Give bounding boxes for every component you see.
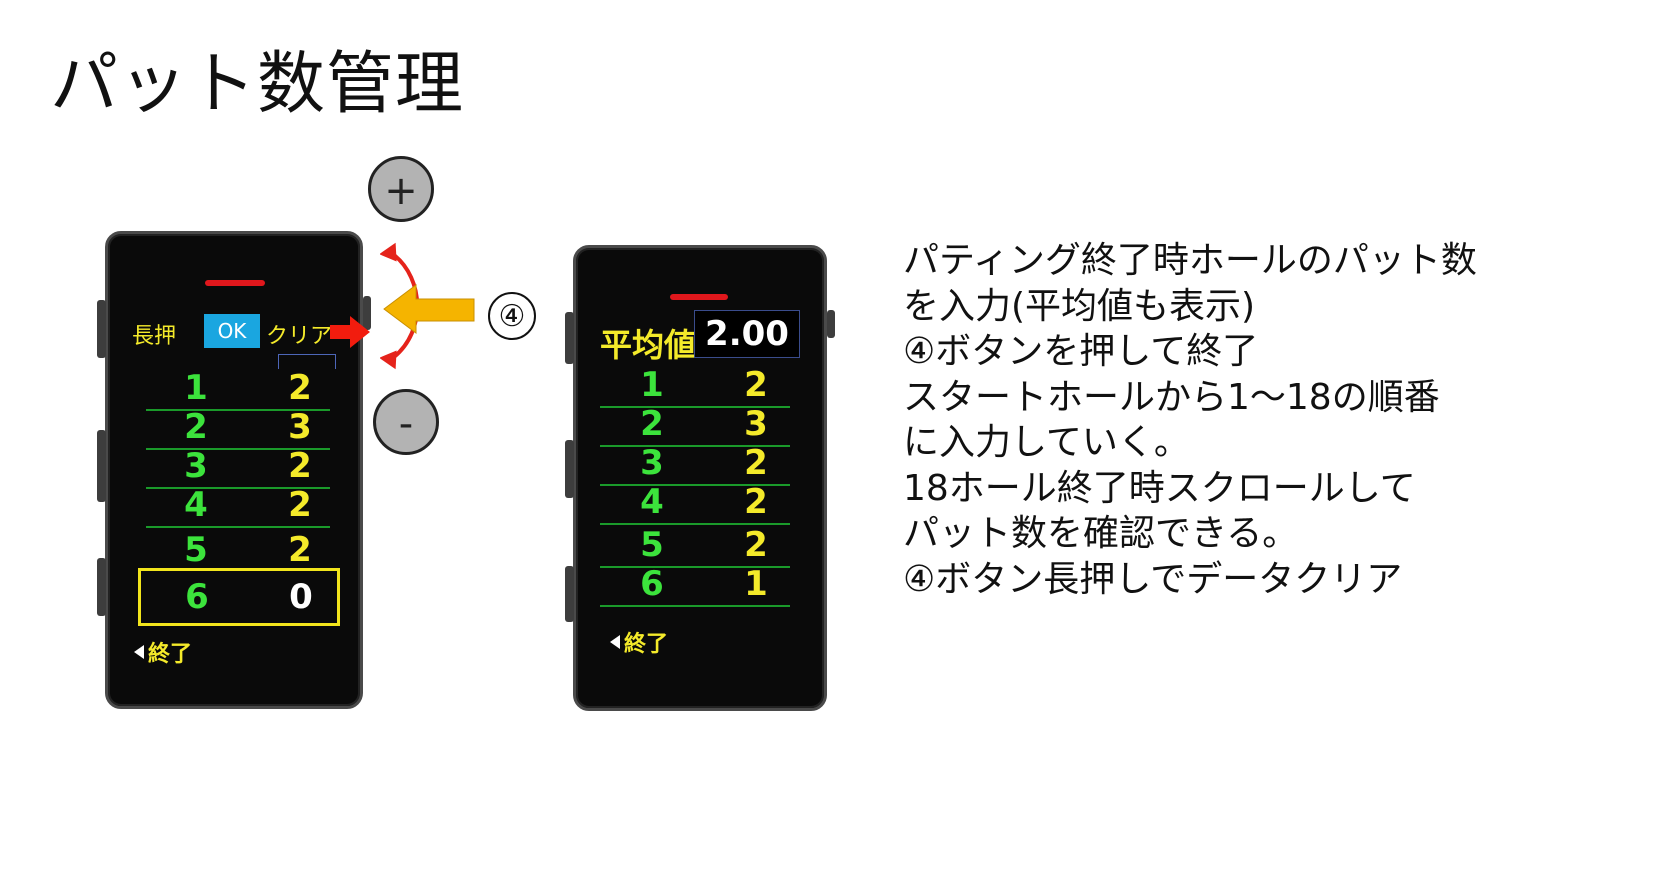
putt-count: 2 (744, 443, 768, 483)
table-row[interactable]: 3 2 (146, 445, 330, 489)
row-divider (600, 566, 790, 568)
description-line: 18ホール終了時スクロールして (903, 467, 1416, 509)
hole-number: 3 (640, 443, 664, 483)
putt-count: 3 (288, 407, 312, 447)
current-hole-frame[interactable]: 6 0 (138, 568, 340, 626)
exit-label: 終了 (624, 632, 669, 657)
putt-count: 3 (744, 404, 768, 444)
hole-number: 2 (184, 407, 208, 447)
long-press-label: 長押 (132, 324, 177, 349)
device-speaker (205, 280, 265, 286)
minus-button[interactable]: - (373, 389, 439, 455)
hole-number: 1 (640, 365, 664, 405)
putt-count: 1 (744, 564, 768, 604)
exit-button[interactable]: 終了 (134, 636, 192, 668)
hole-number: 1 (184, 368, 208, 408)
putt-count: 2 (288, 446, 312, 486)
description-line: ④ボタン長押しでデータクリア (903, 558, 1403, 600)
device-side-button[interactable] (565, 312, 574, 364)
row-divider (600, 605, 790, 607)
description-line: ④ボタンを押して終了 (903, 331, 1259, 372)
page-title: パット数管理 (50, 45, 465, 124)
device-side-button[interactable] (97, 300, 106, 358)
description-line: パット数を確認できる。 (903, 513, 1299, 554)
table-row-current[interactable]: 6 0 (141, 576, 337, 618)
putt-count: 2 (744, 525, 768, 565)
device-speaker (670, 294, 728, 300)
table-row[interactable]: 2 3 (146, 406, 330, 450)
row-divider (146, 487, 330, 489)
device-input: 長押 OK クリア 1 2 2 3 3 2 4 2 5 2 (97, 231, 371, 709)
average-value: 2.00 (694, 310, 800, 358)
hole-number: 5 (184, 530, 208, 570)
table-row[interactable]: 4 2 (600, 481, 790, 525)
putt-count: 2 (288, 530, 312, 570)
tab-outline (278, 354, 336, 369)
description-line: パティング終了時ホールのパット数 (903, 240, 1477, 281)
clear-label: クリア (266, 324, 333, 349)
device-side-button-4[interactable] (363, 296, 371, 330)
table-row[interactable]: 6 1 (600, 563, 790, 607)
row-divider (600, 523, 790, 525)
hole-number: 5 (640, 525, 664, 565)
putt-list[interactable]: 1 2 2 3 3 2 4 2 5 2 (146, 367, 330, 627)
description: パティング終了時ホールのパット数 を入力(平均値も表示) ④ボタンを押して終了 … (903, 238, 1477, 602)
hole-number: 2 (640, 404, 664, 444)
putt-count: 2 (744, 482, 768, 522)
putt-count-current: 0 (289, 577, 313, 617)
description-line: スタートホールから1～18の順番 (903, 376, 1440, 418)
table-row[interactable]: 1 2 (600, 364, 790, 408)
hole-number: 3 (184, 446, 208, 486)
red-arrow-right-icon (330, 316, 370, 348)
back-triangle-icon (134, 645, 144, 659)
hole-number: 4 (184, 485, 208, 525)
device-side-button[interactable] (97, 558, 106, 616)
device-side-button[interactable] (565, 566, 574, 622)
putt-list[interactable]: 1 2 2 3 3 2 4 2 5 2 6 1 (600, 364, 790, 614)
device-result: 平均値 2.00 1 2 2 3 3 2 4 2 5 2 6 1 (565, 245, 835, 711)
row-divider (146, 526, 330, 528)
plus-button[interactable]: + (368, 156, 434, 222)
putt-count: 2 (288, 368, 312, 408)
device-side-button[interactable] (97, 430, 106, 502)
putt-count: 2 (744, 365, 768, 405)
table-row[interactable]: 5 2 (146, 529, 330, 571)
button-4-label: ④ (488, 292, 536, 340)
description-line: を入力(平均値も表示) (903, 285, 1256, 327)
description-line: に入力していく。 (903, 422, 1190, 463)
hole-number: 6 (640, 564, 664, 604)
exit-button[interactable]: 終了 (610, 626, 668, 658)
table-row[interactable]: 1 2 (146, 367, 330, 411)
table-row[interactable]: 2 3 (600, 403, 790, 447)
table-row[interactable]: 5 2 (600, 524, 790, 568)
back-triangle-icon (610, 635, 620, 649)
hole-number: 6 (185, 577, 209, 617)
average-label: 平均値 (600, 326, 697, 364)
rotate-arrows-icon (380, 242, 475, 370)
device-side-button[interactable] (565, 440, 574, 498)
row-divider (600, 484, 790, 486)
row-divider (600, 406, 790, 408)
ok-button[interactable]: OK (204, 314, 260, 348)
row-divider (146, 448, 330, 450)
table-row[interactable]: 3 2 (600, 442, 790, 486)
row-divider (146, 409, 330, 411)
row-divider (600, 445, 790, 447)
putt-count: 2 (288, 485, 312, 525)
device-side-button-4[interactable] (827, 310, 835, 338)
hole-number: 4 (640, 482, 664, 522)
exit-label: 終了 (148, 642, 193, 667)
table-row[interactable]: 4 2 (146, 484, 330, 528)
